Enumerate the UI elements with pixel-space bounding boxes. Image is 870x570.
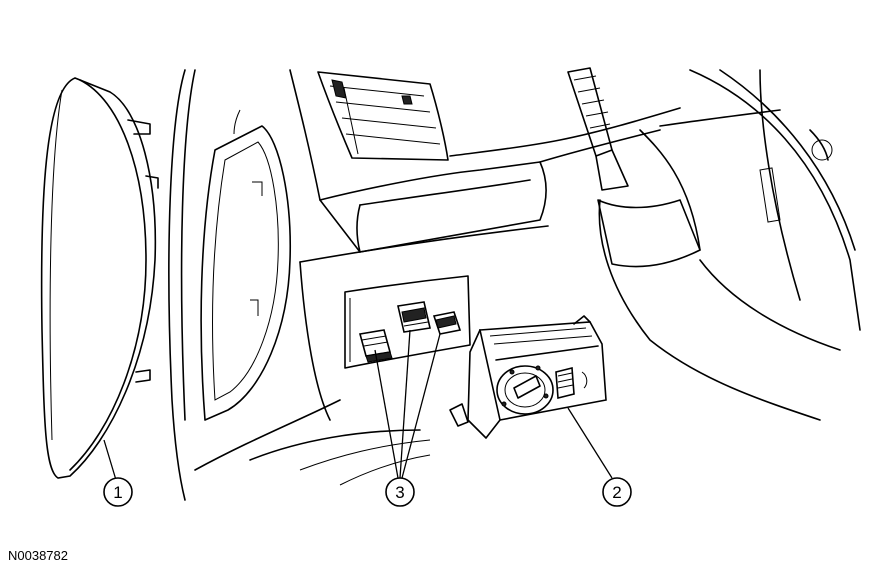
callout-2-label: 2 [612, 483, 621, 502]
end-trim-panel [40, 77, 159, 479]
callout-1-label: 1 [113, 483, 122, 502]
connector-center [397, 301, 431, 333]
callout-2: 2 [602, 477, 632, 507]
headlamp-switch [449, 315, 607, 439]
instrument-panel [168, 69, 681, 501]
connector-right [432, 311, 462, 335]
figure-id-label: N0038782 [8, 548, 68, 563]
leader-lines [103, 329, 613, 481]
callout-1: 1 [103, 477, 133, 507]
electrical-connectors [358, 301, 462, 363]
steering-column [567, 67, 861, 421]
callout-3: 3 [385, 477, 415, 507]
connector-left [358, 329, 393, 363]
callout-3-label: 3 [395, 483, 404, 502]
